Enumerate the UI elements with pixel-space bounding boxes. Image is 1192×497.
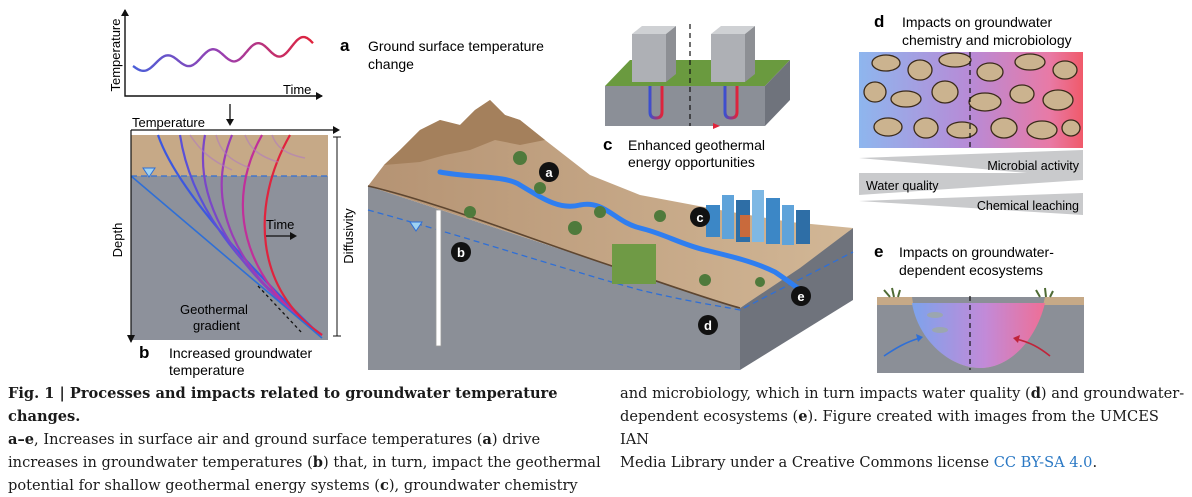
panel-d: d Impacts on groundwater chemistry and m… <box>859 12 1083 215</box>
panel-b-time-label: Time <box>266 217 294 232</box>
marker-b-label: b <box>457 245 465 260</box>
panel-c-arrowhead <box>713 123 720 129</box>
fish-icon-2 <box>932 327 948 333</box>
panel-c-ground-front <box>605 86 765 126</box>
caption-right-line-2: dependent ecosystems (e). Figure created… <box>620 408 1159 448</box>
cool-inflow-arrow <box>883 337 921 357</box>
panel-d-letter: d <box>874 12 884 31</box>
marker-e-label: e <box>797 289 804 304</box>
chemical-leaching-label: Chemical leaching <box>977 199 1079 213</box>
panel-e: e Impacts on groundwater- dependent ecos… <box>874 242 1084 373</box>
caption-title: Fig. 1 | Processes and impacts related t… <box>8 385 558 425</box>
water-quality-label: Water quality <box>866 179 939 193</box>
panel-a-title-line2: change <box>368 56 414 72</box>
water-table-triangle-icon <box>142 167 156 178</box>
caption-left-line-1: a–e, Increases in surface air and ground… <box>8 431 541 448</box>
panel-e-title-line2: dependent ecosystems <box>899 262 1043 278</box>
a-to-b-arrowhead <box>226 119 234 126</box>
geothermal-gradient-label-2: gradient <box>193 318 240 333</box>
city-buildings <box>706 190 810 245</box>
cool-inflow-arrowhead <box>916 334 923 342</box>
microbial-activity-label: Microbial activity <box>987 159 1079 173</box>
profile-curve-5 <box>241 134 323 336</box>
caption-left-column: Fig. 1 | Processes and impacts related t… <box>8 382 606 497</box>
panel-b-top-label: Temperature <box>132 115 205 130</box>
panel-a-title-line1: Ground surface temperature <box>368 38 544 54</box>
shallow-oscillation-curves <box>189 134 306 171</box>
panel-c-letter: c <box>603 135 612 154</box>
marker-c-label: c <box>696 210 703 225</box>
block-marker-b: b <box>451 242 471 262</box>
geothermal-loop-left <box>648 86 664 120</box>
panel-a-y-label: Temperature <box>108 19 123 92</box>
panel-d-title-line2: chemistry and microbiology <box>902 32 1072 48</box>
panel-b-depth-label: Depth <box>110 223 125 258</box>
block-water-table-triangle-icon <box>409 221 423 232</box>
trees <box>464 151 765 287</box>
block-marker-c: c <box>690 207 710 227</box>
panel-b-temperature-arrowhead <box>333 126 340 134</box>
profile-curve-1 <box>156 134 321 336</box>
mountains <box>384 100 545 165</box>
panel-b-depth-arrowhead <box>127 335 135 343</box>
caption-right-line-1: and microbiology, which in turn impacts … <box>620 385 1185 402</box>
water-quality-wedge <box>859 173 1083 195</box>
warm-inflow-arrow <box>1015 338 1051 357</box>
time-arrowhead <box>290 232 297 240</box>
panel-b-title-line2: temperature <box>169 362 245 378</box>
panel-b-title-line1: Increased groundwater <box>169 345 313 361</box>
geothermal-gradient-label-1: Geothermal <box>180 302 248 317</box>
block-marker-a: a <box>539 162 559 182</box>
landscape-block-diagram: a b c d e <box>367 100 854 370</box>
panel-c-title-line1: Enhanced geothermal <box>628 137 765 153</box>
temperature-profile-curves <box>130 134 323 339</box>
front-soil-edge <box>367 185 741 309</box>
fish-icon-1 <box>927 312 943 318</box>
panel-b-diffusivity-label: Diffusivity <box>341 208 356 264</box>
orchard <box>612 244 656 284</box>
marker-a-label: a <box>545 165 553 180</box>
warm-inflow-arrowhead <box>1013 335 1020 343</box>
panel-d-title-line1: Impacts on groundwater <box>902 14 1053 30</box>
panel-a-x-label: Time <box>283 82 311 97</box>
panel-b: Temperature Depth Time Geothermal gradie… <box>110 115 356 378</box>
river <box>437 169 811 298</box>
geothermal-gradient-line <box>257 285 303 334</box>
caption-left-line-2: increases in groundwater temperatures (b… <box>8 454 601 471</box>
building-left-icon <box>632 26 676 82</box>
block-marker-e: e <box>791 286 811 306</box>
chemical-leaching-wedge <box>859 193 1083 215</box>
marker-d-label: d <box>704 318 712 333</box>
panel-e-title-line1: Impacts on groundwater- <box>899 244 1054 260</box>
panel-a: Temperature Time a Ground surface temper… <box>108 9 544 126</box>
block-marker-d: d <box>698 315 718 335</box>
caption-right-line-3: Media Library under a Creative Commons l… <box>620 454 1098 471</box>
panel-c: c Enhanced geothermal energy opportuniti… <box>603 24 790 170</box>
geothermal-loop-right <box>723 86 739 120</box>
panel-e-grass <box>883 287 1054 298</box>
panel-e-water-body <box>912 303 1045 368</box>
figure-illustration: Temperature Time a Ground surface temper… <box>108 9 1084 378</box>
panel-b-letter: b <box>139 343 149 362</box>
monitoring-well <box>435 209 442 347</box>
block-front-face <box>368 186 740 370</box>
panel-a-letter: a <box>340 36 350 55</box>
caption-left-line-3: potential for shallow geothermal energy … <box>8 477 578 494</box>
temperature-wave-line <box>132 35 314 72</box>
microbial-activity-wedge <box>859 150 1083 178</box>
panel-e-letter: e <box>874 242 883 261</box>
panel-c-title-line2: energy opportunities <box>628 154 755 170</box>
license-link[interactable]: CC BY-SA 4.0 <box>993 454 1093 471</box>
panel-a-axes <box>124 10 322 97</box>
caption-right-column: and microbiology, which in turn impacts … <box>620 382 1186 474</box>
panel-c-ground-side <box>765 60 790 126</box>
building-right-icon <box>711 26 755 82</box>
baseline-geotherm <box>130 175 323 339</box>
